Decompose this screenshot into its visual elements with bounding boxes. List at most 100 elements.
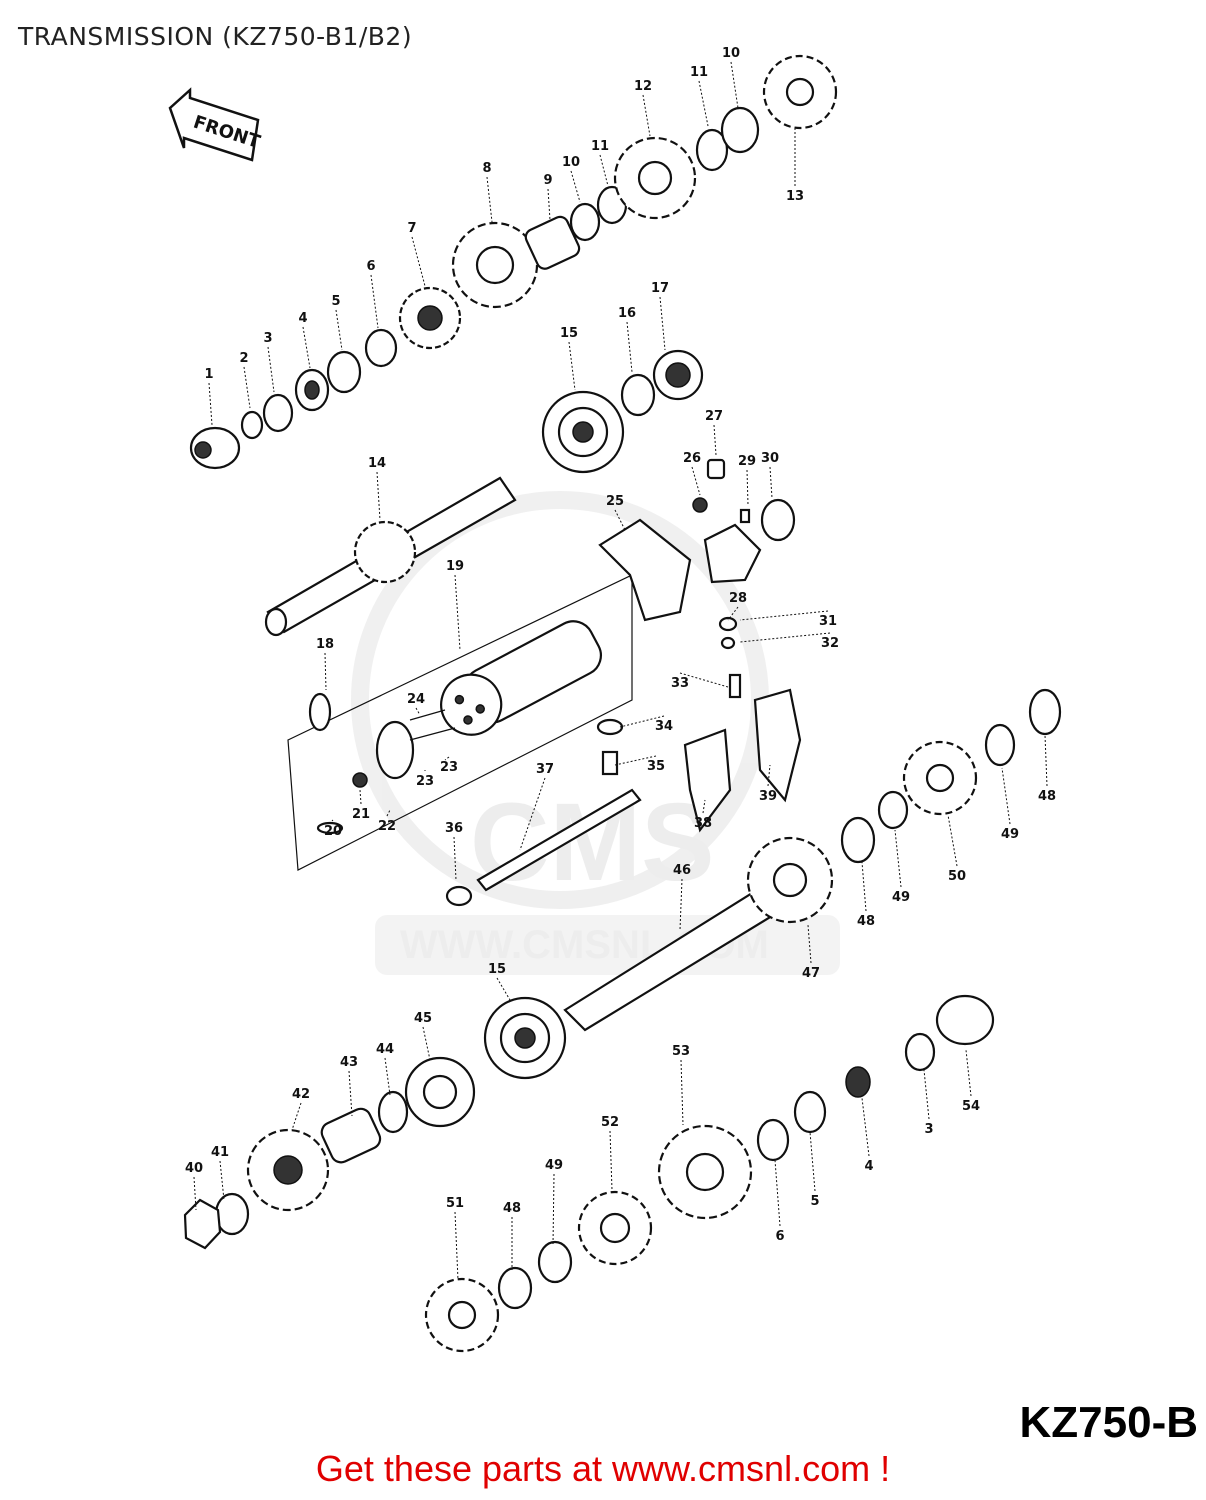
- callout-leader-line: [691, 466, 701, 496]
- callout-leader-line: [965, 1049, 972, 1097]
- callout-leader-line: [739, 610, 829, 621]
- part-callout-19: 19: [446, 559, 464, 574]
- callout-leader-line: [267, 346, 275, 393]
- input-shaft-parts: [189, 54, 838, 637]
- cmsnl-parts-link[interactable]: Get these parts at www.cmsnl.com !: [315, 1448, 891, 1489]
- callout-leader-line: [619, 715, 665, 728]
- part-callout-33: 33: [671, 676, 689, 691]
- callout-leader-line: [324, 652, 327, 691]
- part-callout-41: 41: [211, 1145, 229, 1160]
- part-callouts: 1234567891010111112131415151617181920212…: [185, 46, 1056, 1281]
- callout-leader-line: [861, 861, 867, 912]
- part-callout-32: 32: [821, 636, 839, 651]
- callout-leader-line: [679, 672, 729, 688]
- callout-leader-line: [713, 424, 717, 456]
- callout-leader-line: [809, 1131, 816, 1192]
- callout-leader-line: [570, 170, 581, 203]
- callout-leader-line: [411, 236, 426, 287]
- part-callout-5: 5: [331, 294, 340, 309]
- callout-leader-line: [730, 61, 739, 109]
- callout-leader-line: [739, 632, 831, 643]
- callout-leader-line: [746, 469, 749, 506]
- callout-leader-line: [384, 1057, 391, 1096]
- shift-forks: [596, 458, 802, 833]
- part-callout-4: 4: [298, 311, 307, 326]
- part-callout-37: 37: [536, 762, 554, 777]
- callout-leader-line: [291, 1102, 302, 1131]
- part-callout-49: 49: [545, 1158, 563, 1173]
- part-callout-39: 39: [759, 789, 777, 804]
- part-callout-35: 35: [647, 759, 665, 774]
- callout-leader-line: [219, 1160, 225, 1201]
- callout-leader-line: [208, 382, 213, 426]
- callout-leader-line: [568, 341, 576, 391]
- shift-rod: [445, 788, 642, 907]
- watermark-logo-text: CMS: [470, 781, 714, 904]
- callout-leader-line: [659, 296, 666, 351]
- callout-leader-line: [370, 274, 379, 329]
- part-callout-25: 25: [606, 494, 624, 509]
- part-callout-23: 23: [440, 760, 458, 775]
- part-callout-52: 52: [601, 1115, 619, 1130]
- callout-leader-line: [894, 829, 902, 888]
- part-callout-29: 29: [738, 454, 756, 469]
- part-callout-15: 15: [560, 326, 578, 341]
- shift-drum-assembly: [287, 574, 633, 871]
- part-callout-3: 3: [263, 331, 272, 346]
- part-callout-53: 53: [672, 1044, 690, 1059]
- part-callout-8: 8: [482, 161, 491, 176]
- part-callout-10: 10: [562, 155, 580, 170]
- callout-leader-line: [243, 366, 251, 409]
- part-callout-30: 30: [761, 451, 779, 466]
- part-callout-13: 13: [786, 189, 804, 204]
- callout-leader-line: [547, 188, 551, 221]
- callout-leader-line: [359, 789, 362, 805]
- part-callout-23: 23: [416, 774, 434, 789]
- part-callout-15: 15: [488, 962, 506, 977]
- exploded-parts-diagram: CMS WWW.CMSNL.COM FRONT: [168, 46, 1062, 1353]
- part-callout-47: 47: [802, 966, 820, 981]
- callout-leader-line: [727, 606, 739, 621]
- part-callout-42: 42: [292, 1087, 310, 1102]
- part-callout-50: 50: [948, 869, 966, 884]
- callout-leader-line: [947, 814, 958, 867]
- callout-leader-line: [767, 764, 771, 787]
- callout-leader-line: [335, 309, 343, 351]
- part-callout-6: 6: [775, 1229, 784, 1244]
- part-callout-10: 10: [722, 46, 740, 61]
- callout-leader-line: [348, 1070, 353, 1117]
- part-callout-44: 44: [376, 1042, 394, 1057]
- part-callout-31: 31: [819, 614, 837, 629]
- callout-leader-line: [193, 1176, 197, 1211]
- callout-leader-line: [923, 1069, 930, 1120]
- callout-leader-line: [486, 176, 493, 223]
- callout-leader-line: [422, 1026, 431, 1061]
- part-callout-38: 38: [694, 816, 712, 831]
- callout-leader-line: [331, 819, 334, 822]
- part-callout-49: 49: [1001, 827, 1019, 842]
- part-callout-5: 5: [810, 1194, 819, 1209]
- part-callout-16: 16: [618, 306, 636, 321]
- part-callout-17: 17: [651, 281, 669, 296]
- callout-leader-line: [496, 977, 511, 1001]
- callout-leader-line: [302, 326, 311, 369]
- callout-leader-line: [454, 574, 461, 651]
- part-callout-28: 28: [729, 591, 747, 606]
- part-callout-43: 43: [340, 1055, 358, 1070]
- part-callout-40: 40: [185, 1161, 203, 1176]
- part-callout-22: 22: [378, 819, 396, 834]
- part-callout-46: 46: [673, 863, 691, 878]
- callout-leader-line: [376, 471, 381, 521]
- callout-leader-line: [552, 1173, 555, 1246]
- callout-leader-line: [454, 1211, 459, 1281]
- part-callout-9: 9: [543, 173, 552, 188]
- part-callout-6: 6: [366, 259, 375, 274]
- part-callout-54: 54: [962, 1099, 980, 1114]
- part-callout-24: 24: [407, 692, 425, 707]
- callout-leader-line: [642, 94, 651, 137]
- part-callout-1: 1: [204, 367, 213, 382]
- model-label: KZ750-B: [1019, 1398, 1199, 1447]
- part-callout-20: 20: [324, 824, 342, 839]
- part-callout-4: 4: [864, 1159, 873, 1174]
- part-callout-11: 11: [690, 65, 708, 80]
